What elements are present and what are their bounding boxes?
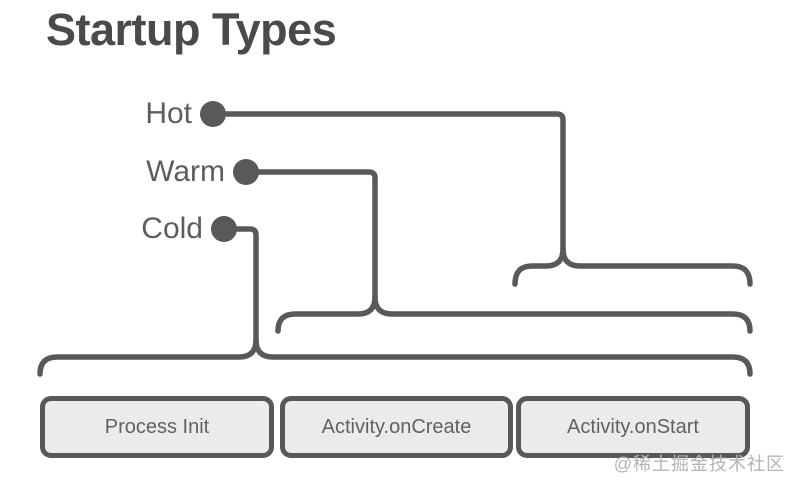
cold-dot <box>211 216 237 242</box>
phase-box-activity-oncreate: Activity.onCreate <box>280 396 513 458</box>
hot-brace <box>512 246 753 287</box>
cold-connector-line <box>221 226 259 343</box>
label-hot: Hot <box>145 97 192 130</box>
phase-box-process-init: Process Init <box>40 396 274 458</box>
phase-box-label: Process Init <box>104 415 210 438</box>
phase-box-label: Activity.onStart <box>567 415 699 438</box>
watermark: @稀土掘金技术社区 <box>613 454 785 474</box>
label-warm: Warm <box>146 155 225 188</box>
phase-box-label: Activity.onCreate <box>321 415 472 438</box>
page-title: Startup Types <box>46 4 337 55</box>
hot-connector-line <box>210 111 566 252</box>
warm-connector-line <box>243 169 378 300</box>
cold-brace <box>37 337 753 377</box>
label-cold: Cold <box>141 212 203 245</box>
phase-box-activity-onstart: Activity.onStart <box>516 396 750 458</box>
warm-dot <box>233 159 259 185</box>
hot-dot <box>200 101 226 127</box>
warm-brace <box>275 294 753 334</box>
